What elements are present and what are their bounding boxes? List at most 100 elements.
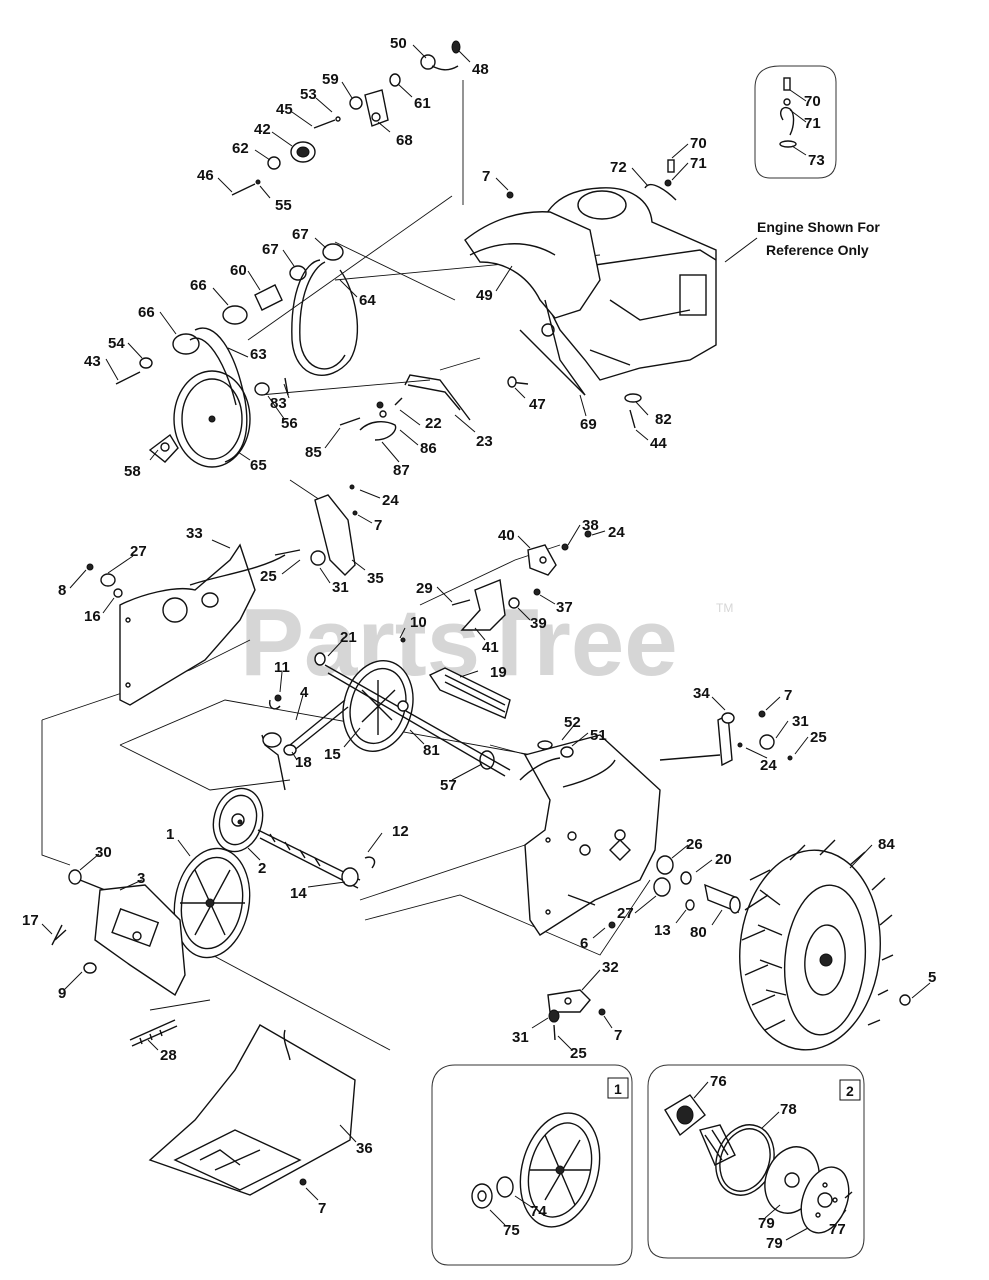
- callout: 71: [690, 155, 707, 172]
- frame-plate: [86, 484, 358, 706]
- callout: 38: [582, 517, 599, 534]
- callout: 39: [530, 615, 547, 632]
- callout: 76: [710, 1073, 727, 1090]
- callout: 59: [322, 71, 339, 88]
- leader-lines: [41, 44, 931, 1241]
- callout: 28: [160, 1047, 177, 1064]
- callout: 62: [232, 140, 249, 157]
- drive-bracket: [51, 869, 186, 1047]
- callout: 55: [275, 197, 292, 214]
- callout: 64: [359, 292, 376, 309]
- callout: 29: [416, 580, 433, 597]
- shift-bracket: [451, 530, 592, 631]
- right-linkage: [717, 710, 793, 767]
- callout: 68: [396, 132, 413, 149]
- main-frame: [519, 734, 721, 936]
- callout: 44: [650, 435, 667, 452]
- callout: 66: [190, 277, 207, 294]
- callout: 86: [420, 440, 437, 457]
- callout: 61: [414, 95, 431, 112]
- gear-and-shafts: [314, 637, 511, 777]
- engine-note: Engine Shown For Reference Only: [724, 219, 880, 263]
- callout: 43: [84, 353, 101, 370]
- callout: 31: [792, 713, 809, 730]
- callout: 48: [472, 61, 489, 78]
- callout: 66: [138, 304, 155, 321]
- callout: 60: [230, 262, 247, 279]
- callout: 1: [166, 826, 174, 843]
- callout: 46: [197, 167, 214, 184]
- callout: 7: [482, 168, 490, 185]
- callout: 41: [482, 639, 499, 656]
- callout: 70: [804, 93, 821, 110]
- callout: 7: [614, 1027, 622, 1044]
- callout: 54: [108, 335, 125, 352]
- callout: 19: [490, 664, 507, 681]
- callout: 63: [250, 346, 267, 363]
- callout: 53: [300, 86, 317, 103]
- callout: 82: [655, 411, 672, 428]
- callout: 79: [766, 1235, 783, 1252]
- axle-hardware: [653, 855, 741, 914]
- callout: 26: [686, 836, 703, 853]
- callout: 15: [324, 746, 341, 763]
- callout: 9: [58, 985, 66, 1002]
- callout: 69: [580, 416, 597, 433]
- callout: 57: [440, 777, 457, 794]
- callout: 77: [829, 1221, 846, 1238]
- callout: 74: [530, 1203, 547, 1220]
- callout: 75: [503, 1222, 520, 1239]
- callout: 7: [374, 517, 382, 534]
- callout: 83: [270, 395, 287, 412]
- engine-note-line1: Engine Shown For: [757, 219, 880, 235]
- callout: 37: [556, 599, 573, 616]
- inset-box-2: 2: [647, 1064, 865, 1259]
- callout: 47: [529, 396, 546, 413]
- callout: 33: [186, 525, 203, 542]
- bottom-bracket: [547, 989, 606, 1041]
- callout: 27: [617, 905, 634, 922]
- callout: 24: [608, 524, 625, 541]
- callout: 31: [332, 579, 349, 596]
- callout: 18: [295, 754, 312, 771]
- callout: 34: [693, 685, 710, 702]
- callout: 49: [476, 287, 493, 304]
- callout: 12: [392, 823, 409, 840]
- callout: 31: [512, 1029, 529, 1046]
- callout-labels: 50 48 59 61 53 45 68 42 62 46 55 70 71 7…: [22, 35, 936, 1252]
- callout: 30: [95, 844, 112, 861]
- callout: 25: [260, 568, 277, 585]
- engine-reference: [539, 187, 717, 381]
- callout: 10: [410, 614, 427, 631]
- callout: 56: [281, 415, 298, 432]
- belt-cover: [464, 211, 601, 396]
- callout: 11: [274, 659, 290, 676]
- engine-note-line2: Reference Only: [766, 242, 869, 258]
- callout: 27: [130, 543, 147, 560]
- callout: 14: [290, 885, 307, 902]
- watermark-tm: TM: [716, 601, 733, 615]
- callout: 22: [425, 415, 442, 432]
- callout: 24: [382, 492, 399, 509]
- callout: 70: [690, 135, 707, 152]
- callout: 13: [654, 922, 671, 939]
- callout: 8: [58, 582, 66, 599]
- callout: 87: [393, 462, 410, 479]
- wheel: [739, 839, 911, 1051]
- pulley-assembly: [115, 243, 359, 468]
- hardware-inset: [506, 65, 837, 201]
- callout: 35: [367, 570, 384, 587]
- drive-disc: [173, 847, 251, 959]
- callout: 20: [715, 851, 732, 868]
- callout: 4: [300, 684, 309, 701]
- callout: 25: [570, 1045, 587, 1062]
- callout: 42: [254, 121, 271, 138]
- callout: 78: [780, 1101, 797, 1118]
- assembly-guide-lines: [41, 80, 651, 1051]
- idler-bracket-parts: [339, 374, 642, 441]
- callout: 50: [390, 35, 407, 52]
- callout: 7: [784, 687, 792, 704]
- callout: 21: [340, 629, 357, 646]
- inset-2-label: 2: [846, 1083, 854, 1099]
- callout: 36: [356, 1140, 373, 1157]
